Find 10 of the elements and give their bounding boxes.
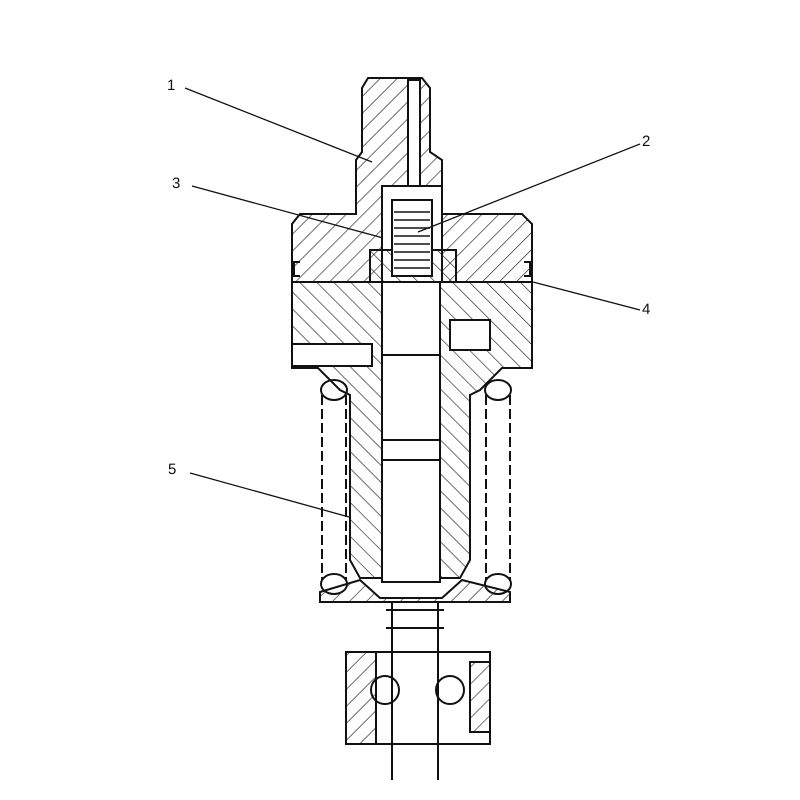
leader-line [532, 281, 640, 311]
leader-line [184, 87, 372, 163]
leader-line [190, 472, 350, 518]
callout-number: 3 [172, 176, 180, 192]
callout-number: 5 [168, 462, 176, 478]
leader-line [418, 143, 640, 233]
leader-line [192, 185, 384, 239]
callout-number: 4 [642, 302, 650, 318]
callout-number: 1 [167, 78, 176, 94]
callout-number: 2 [642, 134, 650, 150]
